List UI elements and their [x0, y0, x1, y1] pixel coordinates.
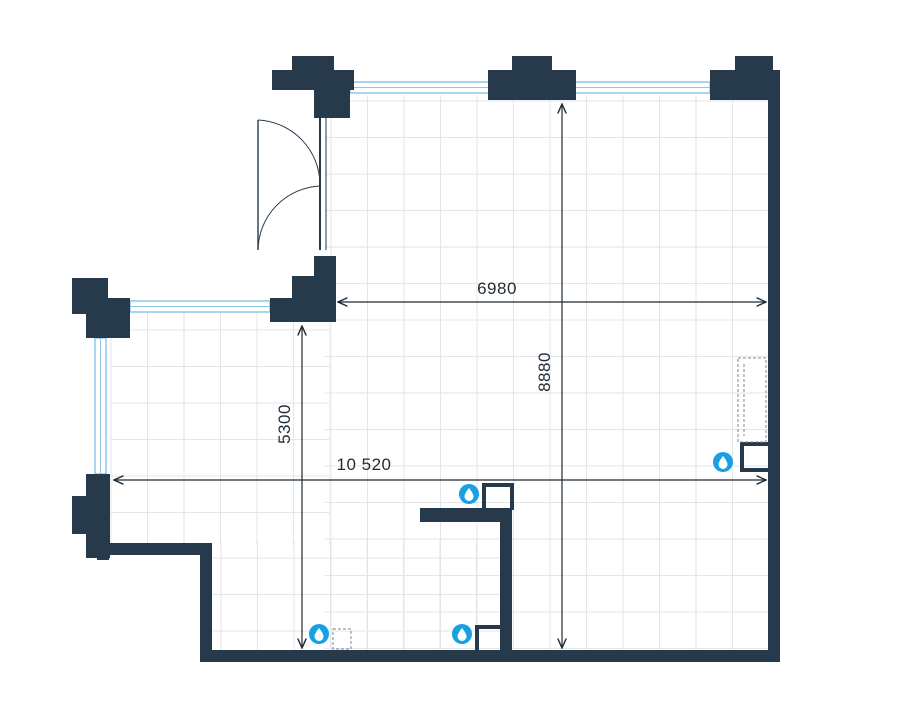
window-top-right: [571, 81, 711, 94]
water-drop-icon: [309, 624, 329, 644]
walls: [72, 56, 780, 662]
dimension-8880: 8880: [535, 104, 562, 648]
water-drop-icon: [713, 452, 733, 472]
floor-grid-lower: [110, 312, 330, 545]
dimension-label-5300: 5300: [275, 404, 294, 444]
double-door: [257, 118, 327, 251]
window-middle: [129, 300, 271, 313]
water-drop-icon: [452, 624, 472, 644]
dashed-fixture-bottom: [332, 628, 352, 650]
floor-grid-bottom: [208, 540, 508, 655]
water-drop-icon: [459, 484, 479, 504]
dashed-fixture-right: [737, 357, 767, 443]
dimension-6980: 6980: [338, 279, 766, 302]
dimension-label-10520: 10 520: [337, 455, 392, 474]
dimension-5300: 5300: [275, 326, 302, 648]
dimension-label-8880: 8880: [535, 352, 554, 392]
dimension-label-6980: 6980: [477, 279, 517, 298]
window-left: [94, 337, 107, 475]
window-top-left: [349, 81, 491, 94]
dimension-10520: 10 520: [114, 455, 766, 480]
